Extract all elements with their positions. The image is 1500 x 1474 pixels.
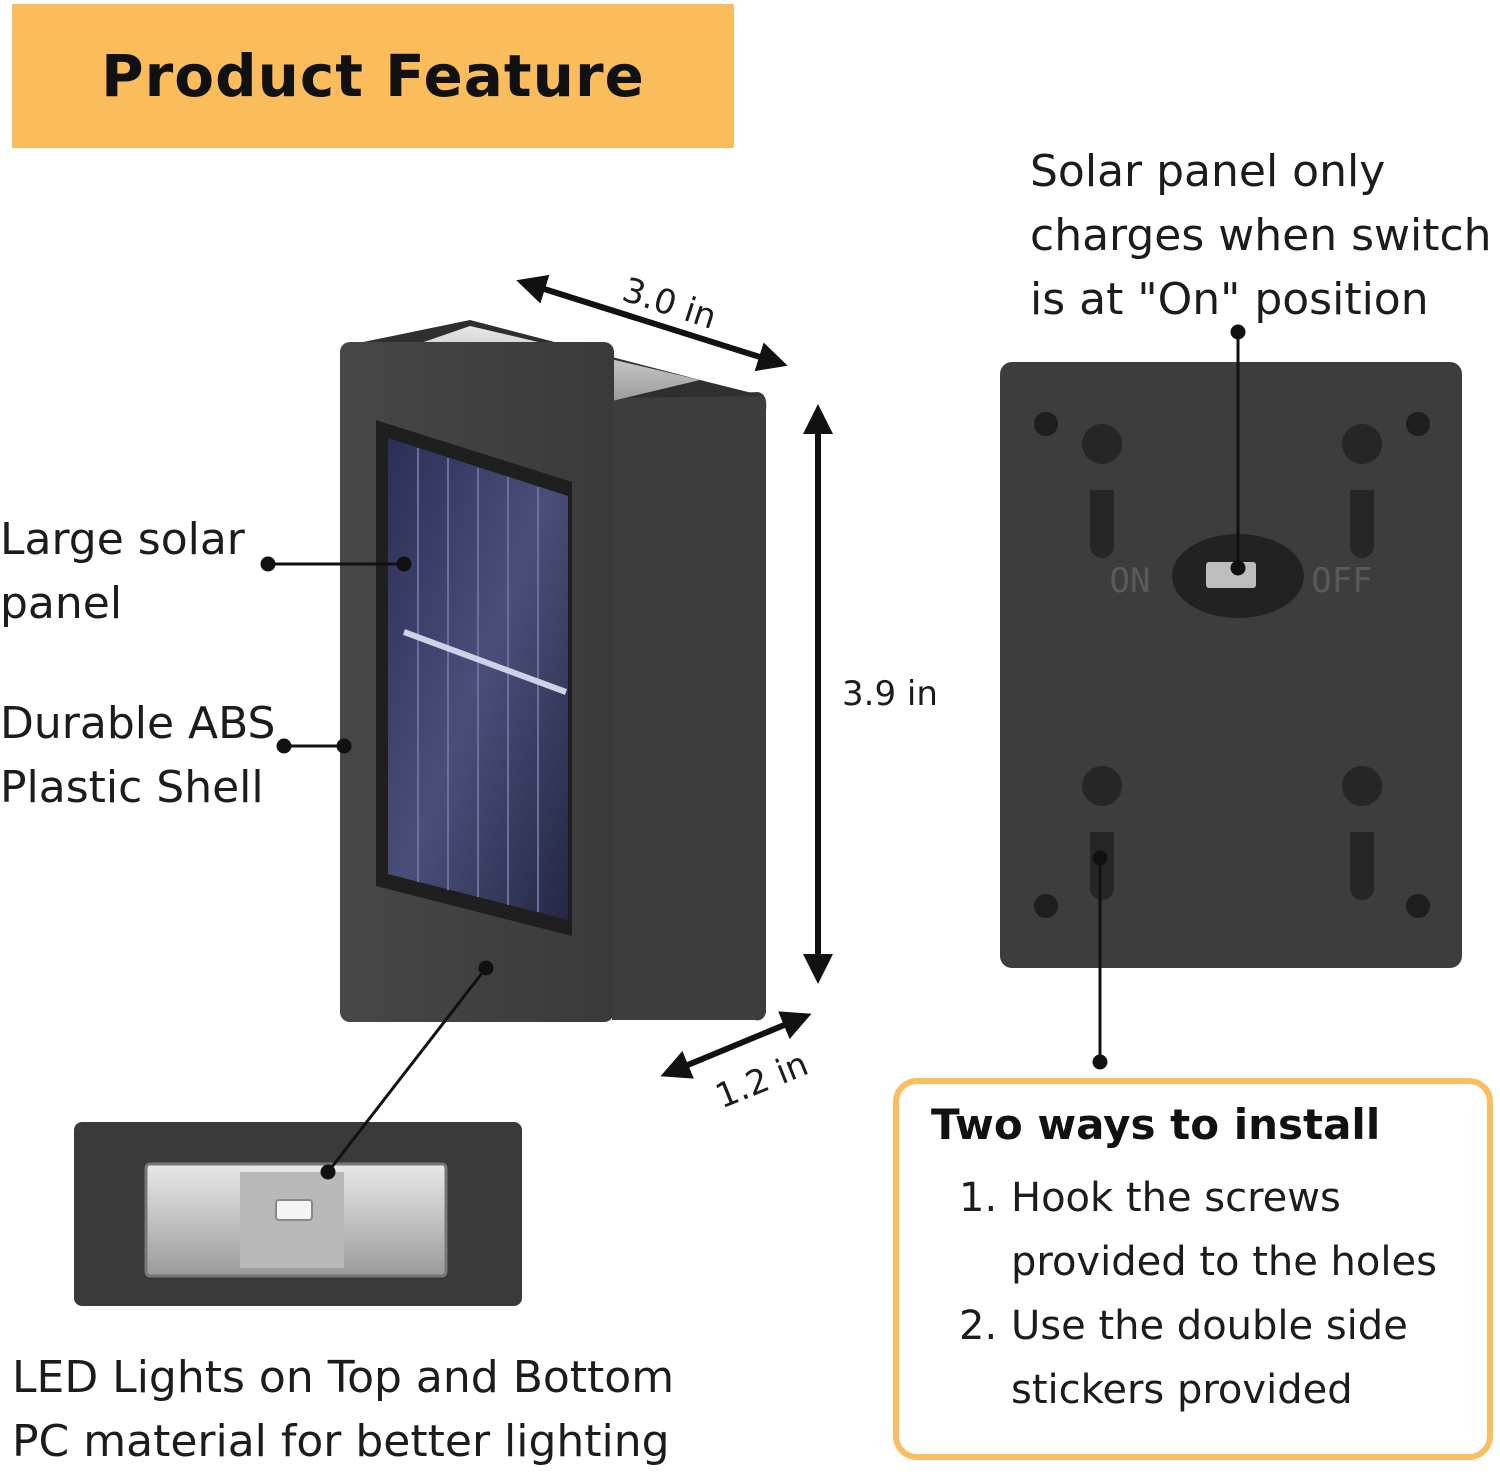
callout-line: panel xyxy=(0,578,123,629)
step-number: 2. xyxy=(959,1303,998,1349)
step-text: Hook the screws provided to the holes xyxy=(1011,1175,1437,1285)
shell-callout: Durable ABS Plastic Shell xyxy=(0,692,275,820)
screw-icon xyxy=(1406,412,1430,436)
keyhole-slot-icon xyxy=(1342,766,1383,900)
callout-line: PC material for better lighting xyxy=(12,1416,670,1467)
callout-line: is at "On" position xyxy=(1030,274,1429,325)
screw-icon xyxy=(1034,894,1058,918)
keyhole-slot-icon xyxy=(1082,766,1123,900)
install-steps: 1. Hook the screws provided to the holes… xyxy=(959,1166,1481,1422)
solar-panel-callout: Large solar panel xyxy=(0,508,245,636)
callout-line: Durable ABS xyxy=(0,698,276,749)
install-step: 2. Use the double side stickers provided xyxy=(959,1294,1481,1422)
install-step: 1. Hook the screws provided to the holes xyxy=(959,1166,1481,1294)
led-chip-icon xyxy=(275,1199,313,1221)
page-title: Product Feature xyxy=(101,42,645,110)
screw-icon xyxy=(1406,894,1430,918)
callout-line: Plastic Shell xyxy=(0,762,264,813)
switch-on-label: ON xyxy=(1110,561,1151,601)
led-bottom-view xyxy=(74,1122,522,1306)
solar-light-back-view: ON OFF xyxy=(1000,362,1462,968)
callout-line: Large solar xyxy=(0,514,245,565)
callout-line: Solar panel only xyxy=(1030,146,1386,197)
keyhole-slot-icon xyxy=(1342,424,1383,558)
switch-note-callout: Solar panel only charges when switch is … xyxy=(1030,140,1492,332)
step-number: 1. xyxy=(959,1175,998,1221)
width-arrow xyxy=(516,274,788,372)
install-title: Two ways to install xyxy=(931,1100,1381,1149)
screw-icon xyxy=(1034,412,1058,436)
dimension-arrows xyxy=(516,274,833,1079)
install-instructions-box: Two ways to install 1. Hook the screws p… xyxy=(893,1078,1493,1460)
callout-line: LED Lights on Top and Bottom xyxy=(12,1352,675,1403)
led-callout: LED Lights on Top and Bottom PC material… xyxy=(12,1346,674,1474)
step-text: Use the double side stickers provided xyxy=(1011,1303,1408,1413)
callout-line: charges when switch xyxy=(1030,210,1492,261)
depth-arrow xyxy=(660,1011,812,1079)
header-banner: Product Feature xyxy=(12,4,734,148)
callout-leaders xyxy=(260,324,1246,1180)
switch-off-label: OFF xyxy=(1311,561,1372,601)
solar-light-front-view xyxy=(340,320,767,1022)
keyhole-slot-icon xyxy=(1082,424,1123,558)
height-dimension-label: 3.9 in xyxy=(842,674,938,714)
